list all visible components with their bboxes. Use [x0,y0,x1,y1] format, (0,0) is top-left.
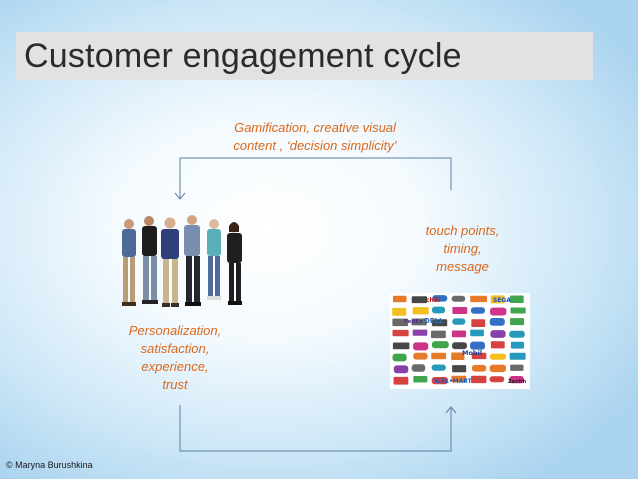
logo-tile [509,330,525,338]
logo-tile [510,341,524,349]
logo-tile [470,295,487,303]
logo-tile [490,295,505,304]
logo-tile [489,353,507,360]
logo-tile [490,330,506,338]
logo-grid [392,295,526,385]
logo-tile [413,352,428,360]
people-group-image [122,215,242,307]
person-figure [161,217,179,307]
logo-tile [393,365,409,374]
logo-zenith: Zenith [508,379,527,385]
arrow-top-loop [179,157,452,198]
person-figure [122,219,136,306]
logo-tile [471,352,487,360]
label-gamification: Gamification, creative visual content , … [233,120,397,153]
brand-logos-collage: chili SEGA DELL FedEx Mobil WAL•MART Zen… [390,293,530,389]
logo-mobil: Mobil [462,349,482,357]
person-figure [184,215,201,306]
arrowhead-down-icon [174,192,186,200]
logo-tile [431,341,449,349]
logo-tile [470,341,485,350]
logo-tile [411,296,428,304]
logo-tile [510,318,525,326]
logo-tile [411,364,426,372]
logo-tile [413,342,429,351]
logo-tile [470,329,484,337]
person-figure [227,222,242,305]
logo-tile [471,364,487,372]
logo-tile [392,329,409,337]
person-figure [142,216,158,304]
logo-walmart: WAL•MART [434,378,473,385]
logo-tile [392,307,407,316]
logo-tile [509,376,524,384]
logo-tile [489,318,505,326]
logo-tile [431,319,448,327]
logo-tile [471,375,487,384]
logo-tile [451,295,466,302]
logo-tile [452,318,466,325]
logo-tile [412,329,428,336]
logo-tile [431,352,447,360]
person-figure [207,219,221,300]
arrowhead-up-icon [445,406,457,414]
label-personalization: Personalization, satisfaction, experienc… [128,323,222,392]
logo-tile [412,307,429,315]
logo-tile [392,353,407,362]
logo-tile [431,306,446,314]
logo-tile [452,307,468,314]
logo-tile [431,330,446,339]
logo-tile [451,352,465,360]
logo-dell: DELL [424,317,444,325]
slide-title: Customer engagement cycle [24,36,462,75]
logo-tile [411,318,427,326]
logo-tile [413,376,428,383]
logo-chili: chili [426,297,440,304]
logo-tile [431,377,448,385]
logo-fedex: FedEx [404,319,423,325]
logo-tile [490,307,507,316]
logo-tile [392,318,409,327]
logo-tile [510,295,524,303]
logo-tile [471,319,486,327]
logo-tile [510,307,526,314]
copyright-notice: © Maryna Burushkina [6,460,93,470]
arrow-bottom-loop [179,405,452,452]
logo-sega: SEGA [493,297,511,304]
logo-tile [451,330,466,338]
logo-tile [393,295,407,303]
logo-tile [393,376,409,385]
logo-tile [470,307,485,314]
logo-tile [489,376,505,383]
logo-tile [451,375,467,383]
logo-tile [392,342,410,350]
logo-tile [510,364,524,371]
logo-tile [509,352,526,360]
logo-tile [489,364,506,373]
label-touch-points: touch points, timing, message [425,223,500,274]
logo-tile [431,364,446,371]
logo-tile [432,295,448,302]
logo-tile [490,341,505,349]
logo-tile [452,342,467,350]
logo-tile [452,365,467,373]
title-bar: Customer engagement cycle [16,32,593,80]
